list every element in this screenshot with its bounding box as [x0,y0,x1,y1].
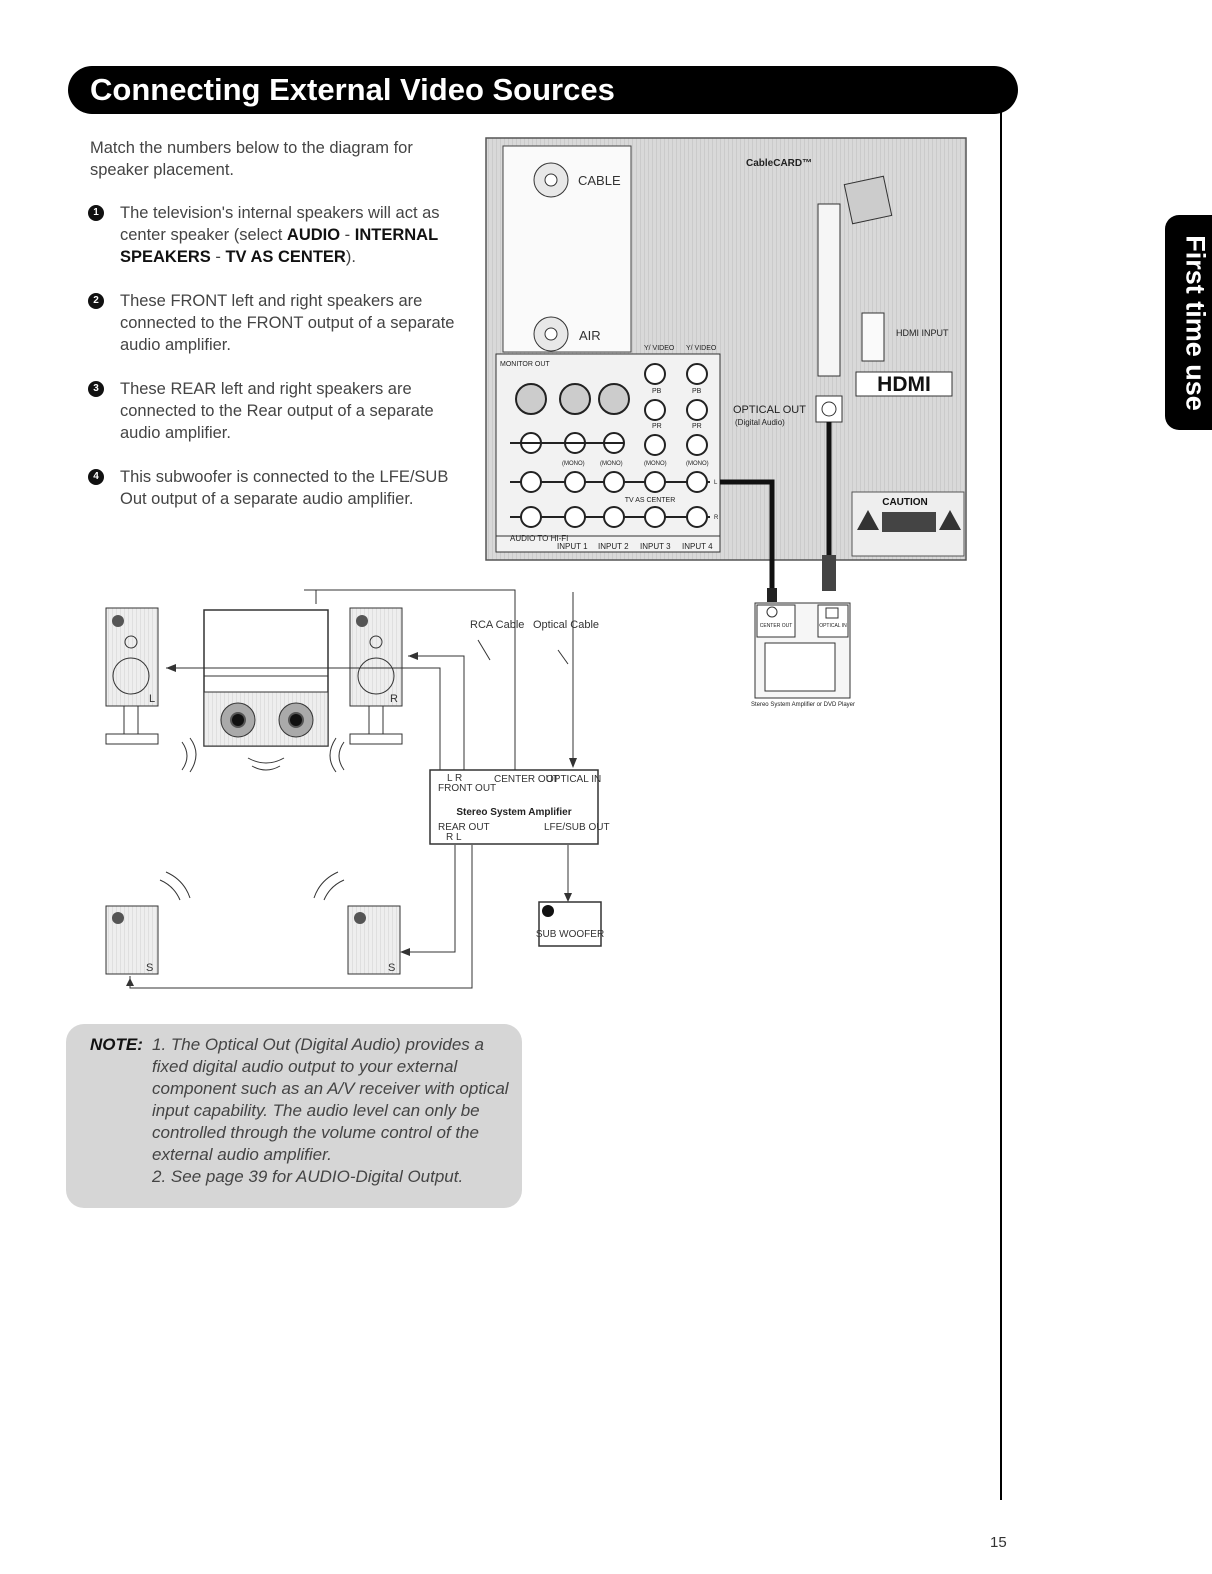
arrow-icon [126,978,134,986]
badge-1-icon [290,714,302,726]
front-right-speaker: R [330,608,402,772]
tv-back-panel: CABLE AIR CableCARD™ HDMI INPUT HDMI OPT… [486,138,966,560]
badge-1-icon [232,714,244,726]
arrow-icon [564,893,572,902]
air-jack [534,317,568,351]
tv-as-center-label: TV AS CENTER [625,497,676,504]
amp-lfe-sub-label: LFE/SUB OUT [544,822,610,833]
digital-audio-label: (Digital Audio) [735,418,785,427]
note-box: NOTE: 1. The Optical Out (Digital Audio)… [66,1024,522,1208]
amp-optical-in-label: OPTICAL IN [546,774,601,785]
s-video-jacks [516,384,629,414]
subwoofer-label: SUB WOOFER [536,929,604,940]
tv-front [204,610,328,770]
arrow-icon [408,652,418,660]
small-amp-caption: Stereo System Amplifier or DVD Player [751,702,855,708]
speaker-label-s: S [388,962,395,974]
amp-rl-label: R L [446,832,462,843]
cable-jack [534,163,568,197]
rear-right-speaker: S [314,872,400,974]
margin-rule [1000,110,1002,1500]
note-item-2: 2. See page 39 for AUDIO-Digital Output. [152,1166,512,1188]
right-channel-label: R [714,515,719,521]
pr-label: PR [692,423,702,430]
section-tab: First time use [1165,215,1212,430]
optical-cable-label: Optical Cable [533,619,599,631]
optical-out-label: OPTICAL OUT [733,404,806,416]
mono-label: (MONO) [644,461,667,467]
monitor-out-label: MONITOR OUT [500,361,550,368]
page-number: 15 [990,1534,1007,1551]
mono-label: (MONO) [686,461,709,467]
input-3-label: INPUT 3 [640,542,671,551]
input-2-label: INPUT 2 [598,542,629,551]
rca-cable-label: RCA Cable [470,619,524,631]
front-left-speaker: L [106,608,196,772]
mono-label: (MONO) [600,461,623,467]
speaker-label-s: S [146,962,153,974]
input-1-label: INPUT 1 [557,542,588,551]
note-item-1: 1. The Optical Out (Digital Audio) provi… [152,1034,512,1166]
rear-left-speaker: S [106,872,190,974]
arrow-icon [569,758,577,768]
speaker-label-l: L [149,693,155,705]
pb-label: PB [652,388,662,395]
amp-front-out-label: FRONT OUT [438,783,496,794]
note-label: NOTE: [90,1034,143,1056]
small-amplifier: CENTER OUT OPTICAL IN Stereo System Ampl… [751,603,855,708]
pb-label: PB [692,388,702,395]
mono-label: (MONO) [562,461,585,467]
cablecard-label: CableCARD™ [746,158,812,169]
caution-label: CAUTION [882,497,928,508]
cable-label: CABLE [578,173,621,188]
hdmi-logo: HDMI [877,373,931,396]
hdmi-port [862,313,884,361]
subwoofer: SUB WOOFER [536,902,604,946]
connection-diagram: CABLE AIR CableCARD™ HDMI INPUT HDMI OPT… [0,0,1000,1010]
small-center-out-label: CENTER OUT [760,623,793,629]
amp-title: Stereo System Amplifier [456,807,571,818]
section-tab-label: First time use [1180,235,1211,411]
arrow-icon [166,664,176,672]
air-label: AIR [579,328,601,343]
small-optical-in-label: OPTICAL IN [819,623,847,629]
y-video-label: Y/ VIDEO [644,345,675,352]
stereo-amplifier: L R FRONT OUT CENTER OUT OPTICAL IN Ster… [430,770,610,844]
hdmi-input-label: HDMI INPUT [896,328,949,338]
y-video-label: Y/ VIDEO [686,345,717,352]
speaker-label-r: R [390,693,398,705]
input-4-label: INPUT 4 [682,542,713,551]
optical-out-port [816,396,842,422]
pr-label: PR [652,423,662,430]
arrow-icon [400,948,410,956]
composite-video-jacks [510,433,624,453]
